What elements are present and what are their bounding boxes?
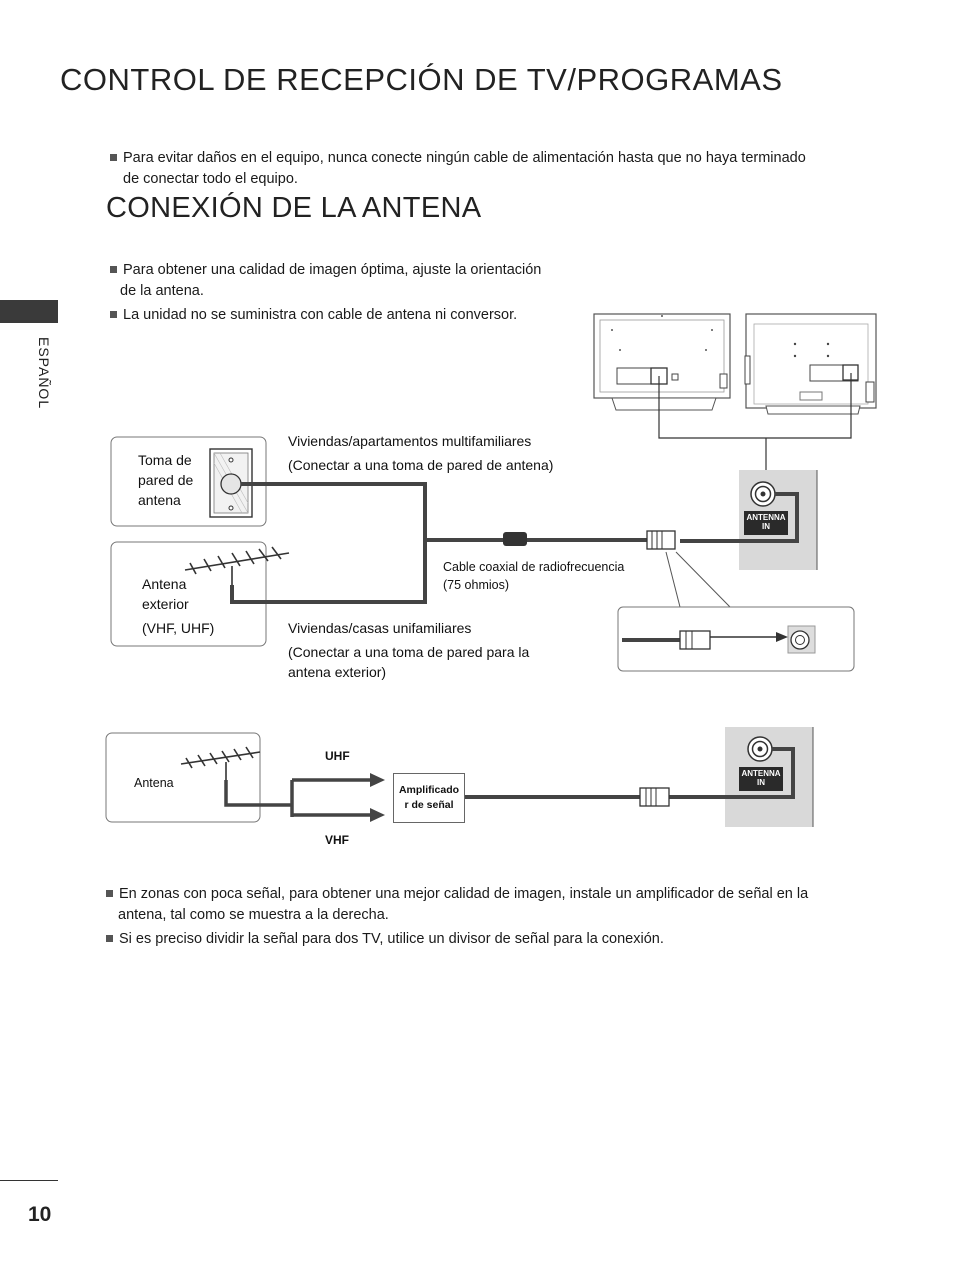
split-cable	[224, 778, 372, 817]
warning-line-2: de conectar todo el equipo.	[123, 171, 298, 187]
language-label: ESPAÑOL	[36, 337, 52, 410]
note-item-continuation: de la antena.	[120, 283, 204, 299]
antenna-box	[105, 732, 261, 823]
outdoor-antenna-label: Antena exterior	[142, 576, 189, 612]
coax-plug-icon	[639, 787, 670, 807]
coax-plug-icon	[646, 530, 676, 550]
antenna-in-panel	[680, 470, 818, 570]
single-family-note: (Conectar a una toma de pared para la an…	[288, 644, 530, 680]
single-family-title: Viviendas/casas unifamiliares	[288, 620, 472, 636]
uhf-arrow-icon	[370, 773, 385, 787]
vhf-arrow-icon	[370, 808, 385, 822]
section-title: CONEXIÓN DE LA ANTENA	[106, 192, 482, 224]
language-tab-marker	[0, 300, 58, 323]
amplifier-label: r de señal	[404, 799, 454, 811]
zoom-line	[675, 551, 731, 608]
band-label: (VHF, UHF)	[142, 620, 215, 636]
amplifier-label: Amplificado	[398, 784, 460, 796]
page-number-rule	[0, 1180, 58, 1181]
yagi-antenna-icon	[184, 546, 290, 590]
plug-detail-box	[617, 606, 855, 672]
footer-notes: En zonas con poca señal, para obtener un…	[106, 884, 866, 950]
note-item: Para obtener una calidad de imagen óptim…	[110, 260, 580, 281]
note-item: En zonas con poca señal, para obtener un…	[106, 884, 866, 905]
bullet-icon	[106, 889, 113, 897]
multi-family-note: (Conectar a una toma de pared de antena)	[288, 457, 554, 473]
warning-line-1: Para evitar daños en el equipo, nunca co…	[123, 150, 806, 166]
antenna-in-panel	[668, 727, 814, 827]
coax-cable-label: Cable coaxial de radiofrecuencia (75 ohm…	[443, 560, 625, 592]
page-number: 10	[28, 1203, 52, 1226]
bullet-icon	[106, 934, 113, 942]
signal-amplifier-box: Amplificado r de señal	[393, 773, 465, 823]
wall-outlet-label: Toma de pared de antena	[138, 452, 194, 508]
antenna-in-badge	[744, 511, 788, 535]
coax-cable	[230, 482, 648, 604]
vhf-label: VHF	[325, 833, 349, 847]
plug-detail-icon	[622, 625, 816, 654]
section-notes: Para obtener una calidad de imagen óptim…	[110, 260, 580, 326]
note-item: La unidad no se suministra con cable de …	[110, 305, 580, 326]
bullet-icon	[110, 310, 117, 318]
antenna-in-badge	[739, 767, 783, 791]
power-warning: Para evitar daños en el equipo, nunca co…	[110, 148, 890, 190]
bullet-icon	[110, 265, 117, 273]
ferrite-core-icon	[503, 532, 527, 546]
zoom-line	[665, 551, 681, 608]
tv-link-line	[658, 373, 852, 439]
outdoor-antenna-box	[110, 541, 267, 647]
tv-back-compact-icon	[744, 313, 877, 415]
note-item: Si es preciso dividir la señal para dos …	[106, 929, 866, 950]
tv-back-wide-icon	[593, 313, 731, 411]
uhf-label: UHF	[325, 749, 350, 763]
antenna-label: Antena	[134, 776, 174, 790]
bullet-icon	[110, 153, 117, 161]
multi-family-title: Viviendas/apartamentos multifamiliares	[288, 433, 532, 449]
note-item-continuation: antena, tal como se muestra a la derecha…	[118, 907, 389, 923]
page-title: CONTROL DE RECEPCIÓN DE TV/PROGRAMAS	[60, 62, 783, 97]
